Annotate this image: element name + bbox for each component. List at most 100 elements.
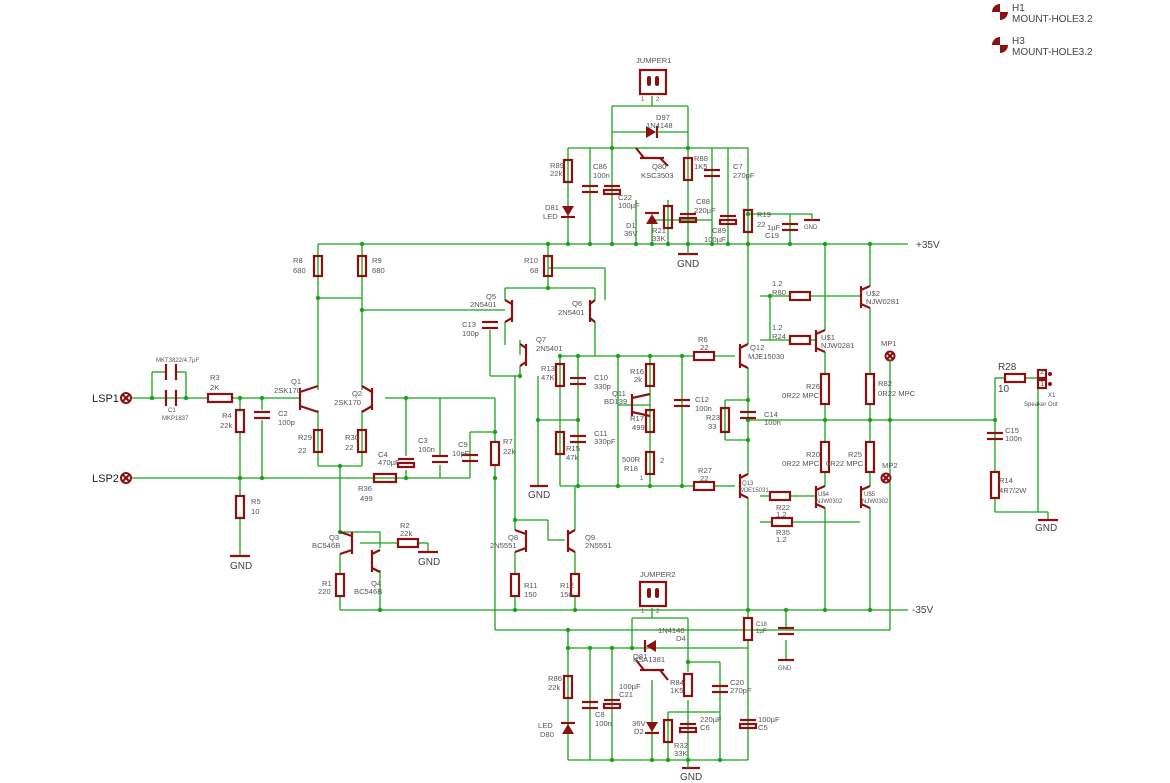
svg-text:MKP1837: MKP1837: [162, 416, 189, 422]
svg-text:C13: C13: [462, 320, 476, 329]
gnd-label-3: GND: [528, 490, 550, 501]
svg-text:C12: C12: [695, 395, 709, 404]
wires: [132, 96, 1049, 761]
resistor-r22: [768, 490, 792, 502]
led-d81: [561, 206, 575, 219]
led-d80: [561, 721, 575, 734]
resistor-r17: [644, 408, 656, 434]
svg-text:R27: R27: [698, 466, 712, 475]
resistor-r84: [682, 672, 694, 698]
svg-text:R21: R21: [652, 226, 666, 235]
capacitor-c11: [570, 434, 586, 444]
svg-text:1.2: 1.2: [776, 535, 787, 544]
svg-text:33K: 33K: [652, 234, 666, 243]
gnd-label-4: GND: [677, 259, 699, 270]
transistor-q13: [738, 473, 749, 499]
svg-text:1: 1: [1040, 379, 1044, 388]
svg-text:NJW0302: NJW0302: [816, 499, 843, 505]
resistor-r16: [644, 362, 656, 388]
svg-text:NJW0281: NJW0281: [821, 341, 854, 350]
svg-text:22: 22: [757, 220, 765, 229]
svg-text:Q12: Q12: [750, 343, 764, 352]
svg-text:D1: D1: [626, 221, 636, 230]
svg-text:2N5551: 2N5551: [585, 541, 612, 550]
capacitor-c5: [738, 718, 758, 730]
resistor-r30: [356, 428, 368, 454]
svg-text:33: 33: [708, 422, 716, 431]
capacitor-c8: [582, 700, 598, 710]
capacitor-c12: [674, 398, 690, 408]
svg-text:R35: R35: [776, 528, 790, 537]
svg-text:KSA1381: KSA1381: [633, 655, 665, 664]
capacitor-c18: [778, 626, 794, 636]
resistor-r6: [692, 350, 716, 362]
svg-text:Q4: Q4: [371, 579, 381, 588]
svg-text:100µF: 100µF: [619, 682, 641, 691]
svg-text:R19: R19: [757, 210, 771, 219]
svg-text:R86: R86: [548, 674, 562, 683]
svg-text:R14: R14: [999, 476, 1013, 485]
mp1-port: [884, 350, 896, 378]
svg-text:220µF: 220µF: [694, 206, 716, 215]
resistor-r3: [206, 392, 234, 404]
svg-text:100µF: 100µF: [618, 201, 640, 210]
svg-text:D4: D4: [676, 634, 686, 643]
transistor-u2: [859, 284, 871, 310]
svg-text:D97: D97: [656, 113, 670, 122]
svg-text:2N5551: 2N5551: [490, 541, 517, 550]
svg-text:22k: 22k: [400, 529, 412, 538]
resistor-r26: [819, 372, 831, 406]
capacitor-c7: [704, 168, 720, 178]
transistor-q12: [738, 343, 749, 369]
svg-text:330p: 330p: [594, 382, 611, 391]
svg-text:330pF: 330pF: [594, 437, 616, 446]
svg-text:499: 499: [632, 423, 645, 432]
resistor-r29: [312, 428, 324, 454]
resistor-r36: [372, 472, 398, 484]
labels: LSP1 LSP2 +35V -35V GND GND GND GND GND …: [92, 3, 1093, 783]
svg-text:2N5401: 2N5401: [536, 344, 563, 353]
svg-text:1K5: 1K5: [670, 686, 684, 695]
svg-text:C10: C10: [594, 373, 608, 382]
svg-text:100p: 100p: [278, 418, 295, 427]
svg-text:Speaker Out: Speaker Out: [1024, 402, 1058, 408]
svg-text:22: 22: [700, 343, 708, 352]
transistor-u4: [814, 484, 826, 510]
svg-text:BC546B: BC546B: [312, 541, 340, 550]
capacitor-c9: [462, 453, 478, 463]
svg-text:1N4148: 1N4148: [646, 121, 673, 130]
svg-text:U$5: U$5: [864, 492, 876, 498]
svg-text:0R22 MPC: 0R22 MPC: [878, 389, 916, 398]
svg-text:R84: R84: [670, 678, 684, 687]
resistor-r12: [569, 572, 581, 598]
resistor-r27: [692, 480, 716, 492]
resistor-r23: [719, 406, 731, 434]
svg-text:22k: 22k: [220, 421, 232, 430]
svg-text:10pF: 10pF: [452, 449, 470, 458]
svg-text:C8: C8: [595, 710, 605, 719]
svg-text:BC546B: BC546B: [354, 587, 382, 596]
svg-text:22k: 22k: [550, 169, 562, 178]
svg-text:22k: 22k: [548, 683, 560, 692]
resistor-r11: [509, 572, 521, 598]
resistor-r82: [864, 372, 876, 406]
svg-text:C11: C11: [594, 429, 607, 438]
mount-hole-h1-icon: [992, 4, 1008, 20]
gnd-small-1: GND: [778, 666, 792, 672]
resistor-r86: [562, 674, 574, 700]
svg-text:D2: D2: [634, 727, 644, 736]
resistor-r32: [662, 718, 674, 744]
h3-value: MOUNT-HOLE3.2: [1012, 47, 1093, 58]
svg-text:NJW0281: NJW0281: [866, 297, 899, 306]
gnd-small-2: GND: [804, 225, 818, 231]
svg-text:0R22 MPC: 0R22 MPC: [782, 459, 820, 468]
svg-text:36V: 36V: [624, 229, 638, 238]
jumper1-symbol: [638, 68, 668, 96]
svg-text:22k: 22k: [503, 447, 515, 456]
neg-rail-label: -35V: [912, 605, 933, 616]
svg-text:R30: R30: [345, 433, 359, 442]
resistor-r8: [312, 254, 324, 278]
svg-text:R24: R24: [772, 332, 786, 341]
mount-hole-h3-icon: [992, 37, 1008, 53]
svg-text:D80: D80: [540, 730, 554, 739]
